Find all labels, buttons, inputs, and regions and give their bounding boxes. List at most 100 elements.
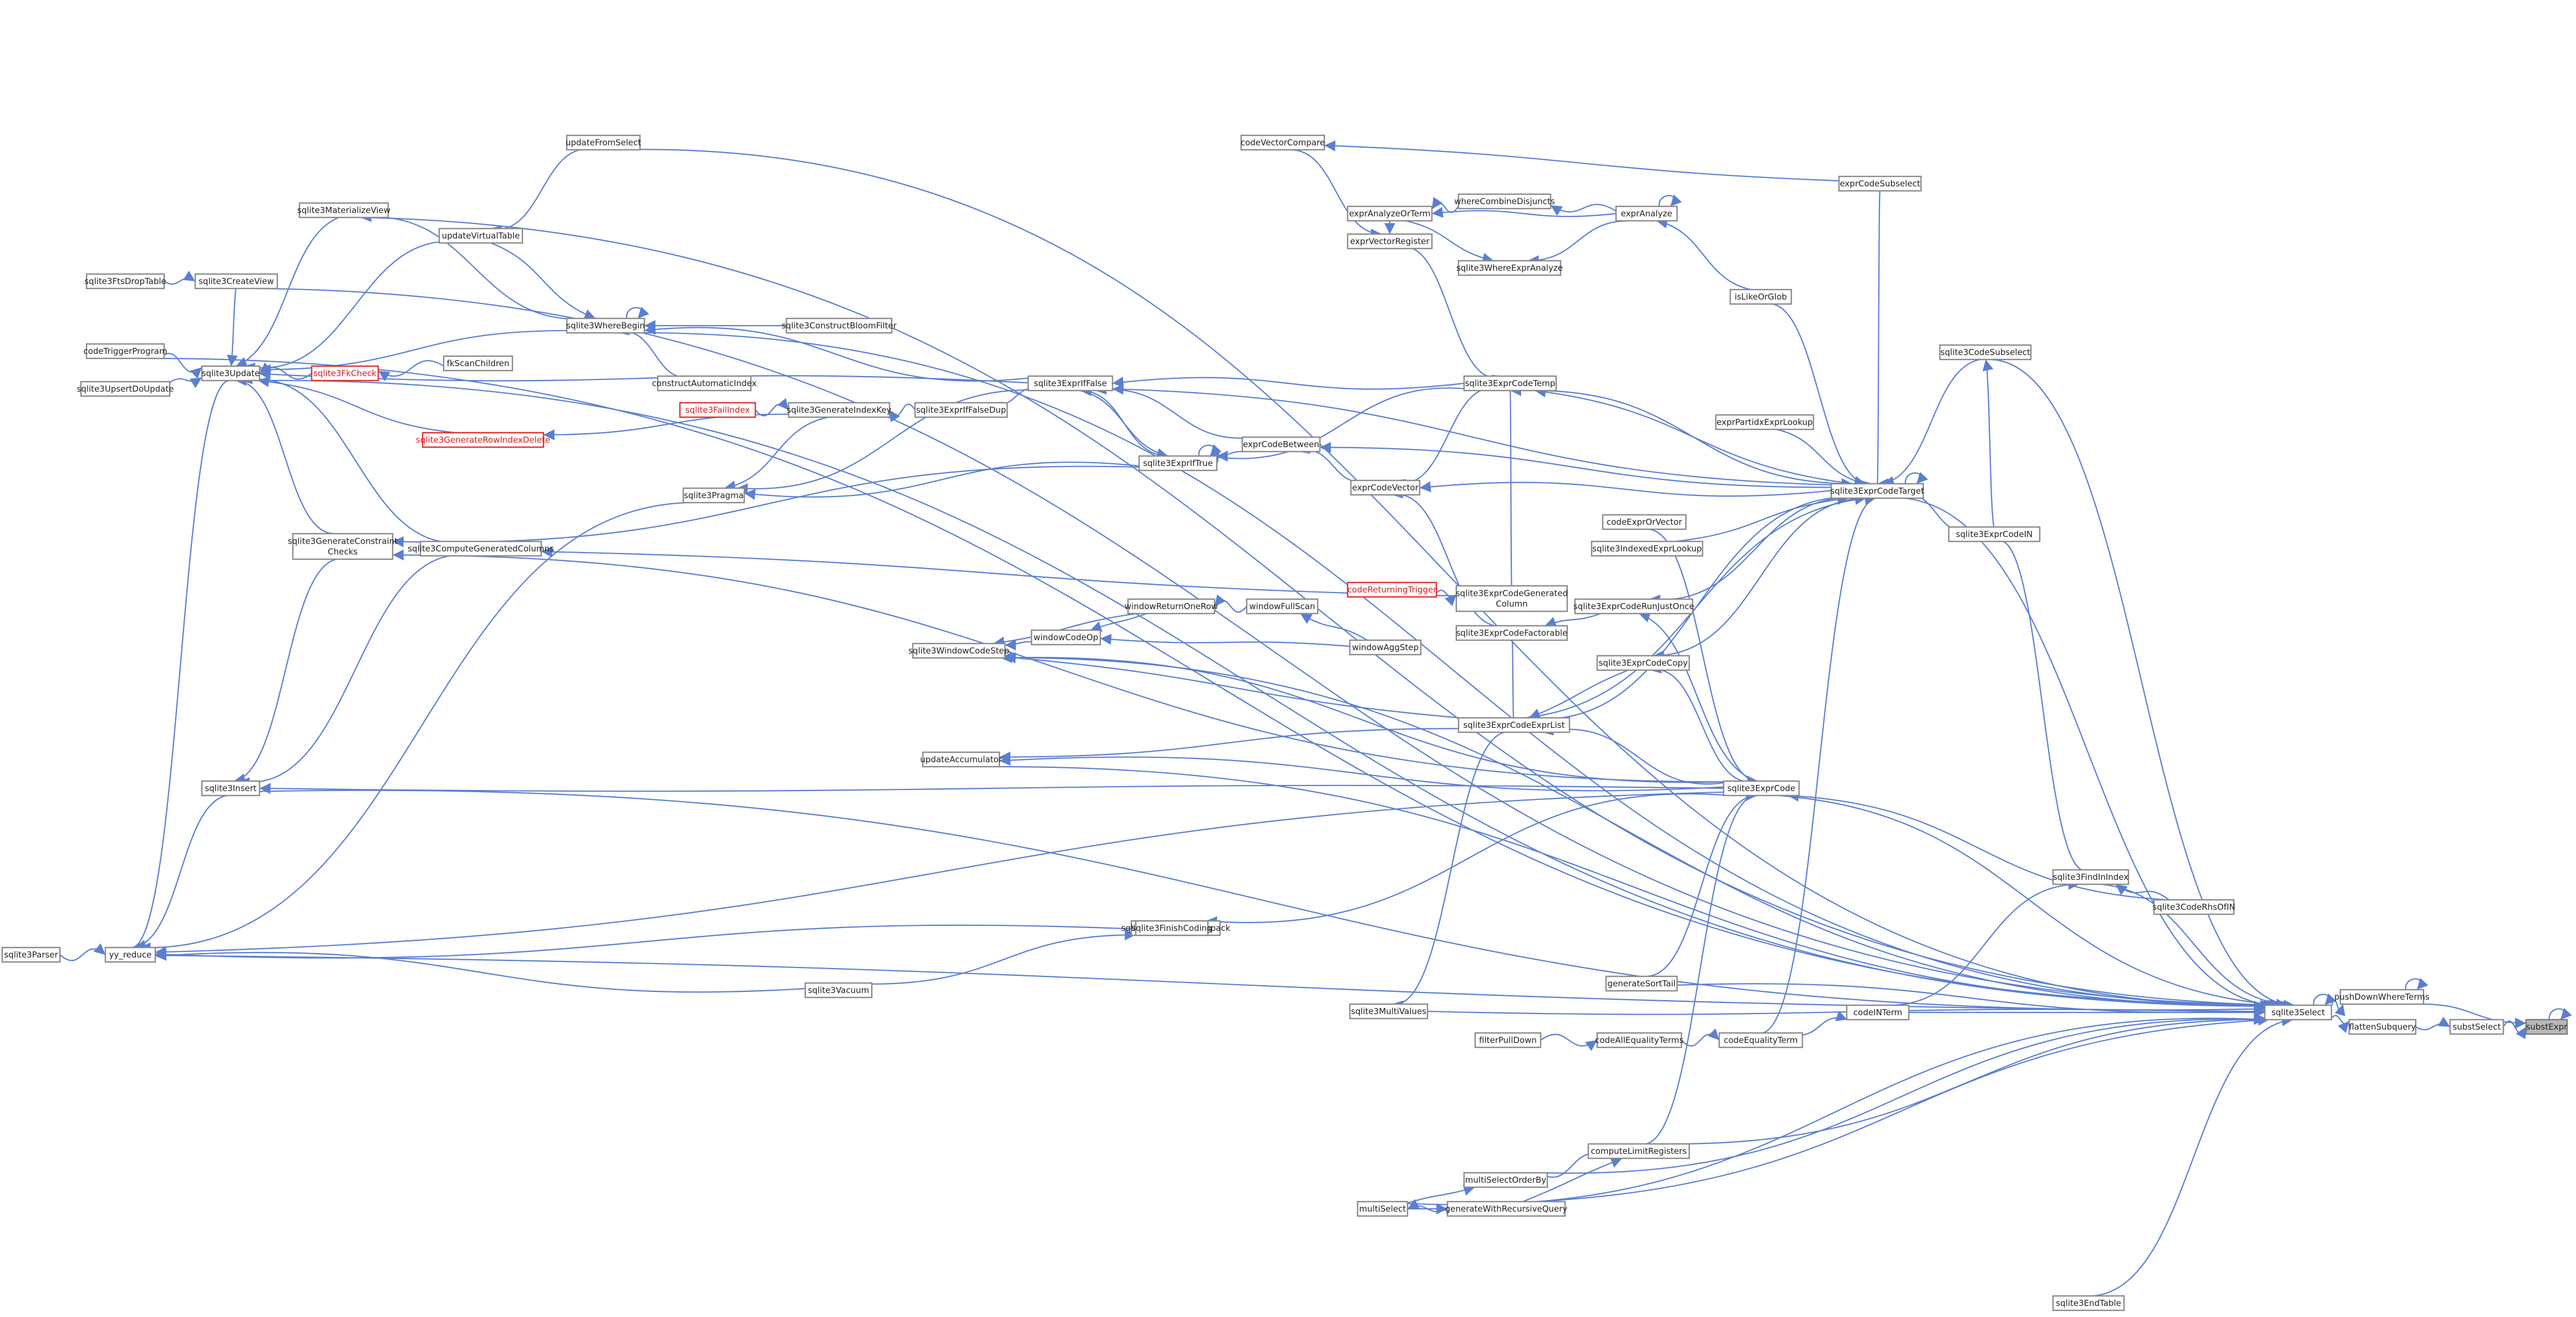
node-update[interactable]: sqlite3Update: [201, 365, 261, 382]
node-multiSelect[interactable]: multiSelect: [1356, 1201, 1409, 1217]
call-edge-codeTemp-codeVector: [1394, 388, 1502, 490]
node-rhsOfIN[interactable]: sqlite3CodeRhsOfIN: [2152, 899, 2235, 915]
node-codeVector[interactable]: exprCodeVector: [1350, 479, 1421, 496]
node-createView[interactable]: sqlite3CreateView: [194, 273, 278, 290]
node-codeVecCmp[interactable]: codeVectorCompare: [1240, 134, 1325, 151]
node-label: sqlite3Pragma: [684, 490, 744, 500]
call-edge-genRecursive-select: [1535, 1015, 2269, 1203]
node-yyreduce[interactable]: yy_reduce: [104, 946, 156, 963]
call-edge-exprCode-select: [1779, 794, 2281, 1010]
node-winReturnRow[interactable]: windowReturnOneRow: [1125, 598, 1218, 615]
node-codeTarget[interactable]: sqlite3ExprCodeTarget: [1830, 483, 1924, 499]
node-subst[interactable]: substExpr: [2525, 1019, 2568, 1035]
node-box: [1830, 483, 1924, 499]
node-label: sqlite3ExprCodeCopy: [1599, 658, 1688, 668]
node-whereCode[interactable]: sqlite3FinishCoding: [1131, 920, 1212, 936]
node-box: [1446, 1201, 1566, 1217]
node-whereExprAnalyze[interactable]: sqlite3WhereExprAnalyze: [1456, 260, 1563, 276]
node-label: exprVectorRegister: [1350, 236, 1430, 246]
node-box: [201, 365, 261, 382]
node-ifTrue[interactable]: sqlite3ExprIfTrue: [1138, 455, 1218, 472]
node-filterPD[interactable]: filterPullDown: [1474, 1032, 1542, 1048]
node-materialize[interactable]: sqlite3MaterializeView: [297, 202, 390, 219]
node-genRowDel[interactable]: sqlite3GenerateRowIndexDelete: [416, 432, 550, 448]
node-multiSelOrder[interactable]: multiSelectOrderBy: [1463, 1172, 1548, 1188]
node-autoIdx[interactable]: constructAutomaticIndex: [652, 375, 757, 392]
node-updFromSel[interactable]: updateFromSelect: [566, 134, 641, 151]
node-genRecursive[interactable]: generateWithRecursiveQuery: [1445, 1201, 1568, 1217]
node-runOnce[interactable]: sqlite3ExprCodeRunJustOnce: [1573, 598, 1694, 615]
node-fkCheck[interactable]: sqlite3FkCheck: [311, 365, 379, 382]
node-multiValues[interactable]: sqlite3MultiValues: [1349, 1003, 1429, 1020]
node-codeExprList[interactable]: sqlite3ExprCodeExprList: [1457, 717, 1571, 733]
node-codeTemp[interactable]: sqlite3ExprCodeTemp: [1463, 375, 1557, 392]
node-partIdx[interactable]: exprPartidxExprLookup: [1715, 414, 1815, 430]
node-label: sqlite3ExprCodeTarget: [1830, 486, 1924, 496]
node-findInIdx[interactable]: sqlite3FindInIndex: [2052, 869, 2130, 885]
node-winAggStep[interactable]: windowAggStep: [1349, 639, 1422, 656]
node-pragma[interactable]: sqlite3Pragma: [682, 487, 745, 504]
node-winCodeStep[interactable]: sqlite3WindowCodeStep: [908, 642, 1009, 659]
node-substSelect[interactable]: substSelect: [2449, 1019, 2504, 1035]
node-vacuum[interactable]: sqlite3Vacuum: [804, 982, 873, 999]
node-codeInTerm[interactable]: codeINTerm: [1846, 1004, 1910, 1021]
node-updAccum[interactable]: updateAccumulator: [920, 751, 1003, 768]
node-label: exprPartidxExprLookup: [1716, 417, 1812, 427]
node-indexedLookup[interactable]: sqlite3IndexedExprLookup: [1591, 540, 1704, 557]
call-edge-update-yyreduce: [131, 379, 230, 953]
call-edge-codeSubselect-codeTarget: [1882, 358, 1980, 487]
node-computeGen[interactable]: sqlite3ComputeGeneratedColumns: [408, 540, 554, 557]
node-whereCombine[interactable]: whereCombineDisjuncts: [1454, 193, 1555, 210]
node-codeAllEq[interactable]: codeAllEqualityTerms: [1595, 1032, 1684, 1048]
node-ifFalseDup[interactable]: sqlite3ExprIfFalseDup: [914, 402, 1008, 418]
call-edge-whereBegin-whereBegin: [626, 306, 649, 319]
node-label: sqlite3FinishCoding: [1131, 923, 1212, 933]
call-edge-updAccum-select: [999, 766, 2265, 1012]
node-insert[interactable]: sqlite3Insert: [201, 780, 261, 797]
node-winCodeOp[interactable]: windowCodeOp: [1030, 629, 1101, 646]
node-winFullScan[interactable]: windowFullScan: [1246, 598, 1319, 615]
node-ifFalse[interactable]: sqlite3ExprIfFalse: [1027, 375, 1114, 392]
node-isLike[interactable]: isLikeOrGlob: [1729, 288, 1792, 305]
node-exprCode[interactable]: sqlite3ExprCode: [1723, 780, 1800, 797]
node-codeFactorable[interactable]: sqlite3ExprCodeFactorable: [1455, 625, 1568, 641]
node-codeSubsel[interactable]: exprCodeSubselect: [1838, 175, 1922, 192]
node-select[interactable]: sqlite3Select: [2264, 1004, 2333, 1021]
call-edge-exprCode-vtabUpdate: [1206, 793, 1731, 928]
node-orVector[interactable]: codeExprOrVector: [1602, 514, 1687, 530]
node-whereBegin[interactable]: sqlite3WhereBegin: [566, 317, 646, 334]
node-label: fkScanChildren: [447, 358, 510, 368]
node-codeIN[interactable]: sqlite3ExprCodeIN: [1948, 526, 2041, 543]
node-box: [2153, 899, 2235, 915]
node-codeSubselect[interactable]: sqlite3CodeSubselect: [1939, 344, 2032, 361]
node-computeLimit[interactable]: computeLimitRegisters: [1587, 1143, 1690, 1159]
node-fkScan[interactable]: fkScanChildren: [443, 355, 514, 372]
node-parser[interactable]: sqlite3Parser: [1, 946, 61, 963]
node-dropTable[interactable]: sqlite3FtsDropTable: [84, 273, 166, 290]
node-codeRowTrigger[interactable]: codeTriggerProgram: [83, 343, 167, 359]
node-label: Column: [1496, 599, 1527, 609]
node-box: [1729, 288, 1792, 305]
node-box: [566, 317, 646, 334]
node-flatten[interactable]: flattenSubquery: [2348, 1019, 2417, 1035]
node-genIdxKey[interactable]: sqlite3GenerateIndexKey: [787, 402, 892, 418]
call-edge-genSortTail-exprCode: [1645, 790, 1757, 977]
node-endTable[interactable]: sqlite3EndTable: [2052, 1295, 2125, 1311]
node-genSortTail[interactable]: generateSortTail: [1605, 975, 1678, 992]
node-bloom[interactable]: sqlite3ConstructBloomFilter: [781, 317, 897, 334]
node-upsert[interactable]: sqlite3UpsertDoUpdate: [77, 381, 174, 397]
node-failIdx[interactable]: sqlite3FailIndex: [679, 402, 756, 418]
node-exprAnalyze[interactable]: exprAnalyze: [1615, 205, 1678, 222]
node-exprVecReg[interactable]: exprVectorRegister: [1347, 233, 1433, 250]
node-pushDown[interactable]: pushDownWhereTerms: [2334, 989, 2430, 1005]
node-codeBetween[interactable]: exprCodeBetween: [1241, 436, 1321, 453]
node-label: codeEqualityTerm: [1724, 1035, 1797, 1045]
node-exprAnalyzeAll[interactable]: exprAnalyzeOrTerm: [1347, 205, 1433, 222]
node-codeEqTerm[interactable]: codeEqualityTerm: [1718, 1032, 1803, 1048]
node-updateVT[interactable]: updateVirtualTable: [438, 227, 524, 244]
node-label: codeINTerm: [1853, 1007, 1902, 1017]
node-codeRetTrig[interactable]: codeReturningTrigger: [1347, 581, 1437, 598]
node-codeCopy[interactable]: sqlite3ExprCodeCopy: [1596, 655, 1690, 671]
